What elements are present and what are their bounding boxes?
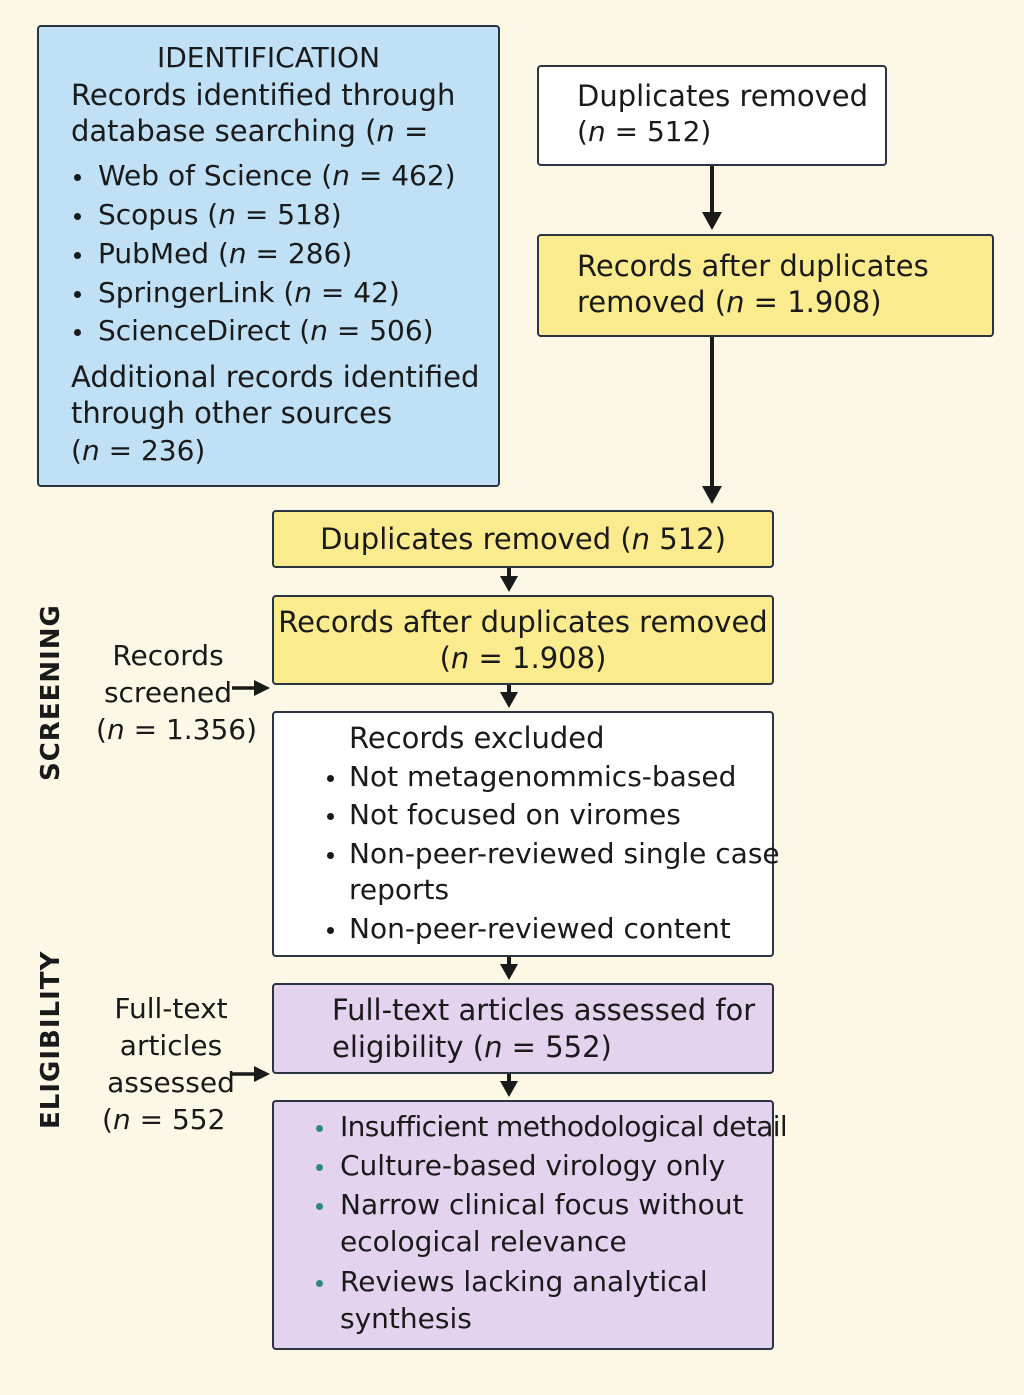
bullet-icon (316, 1164, 323, 1171)
records-screened-line2: screened (103, 676, 233, 709)
identification-heading: IDENTIFICATION (156, 41, 381, 74)
bullet-icon (74, 174, 81, 181)
bullet-icon (316, 1280, 323, 1287)
bullet-icon (74, 252, 81, 259)
arrow-head-icon (702, 486, 722, 504)
fulltext-side-label: Full-text articles assessed (n = 552 (96, 990, 246, 1138)
database-item-scopus: Scopus (n = 518) (98, 198, 342, 231)
top-after-duplicates-line1: Records after duplicates (577, 249, 929, 283)
fulltext-assessed-box (272, 983, 774, 1074)
arrow-head-icon (500, 964, 518, 980)
arrow-head-icon (500, 692, 518, 708)
exclusion-reason: Culture-based virology only (340, 1149, 726, 1182)
bullet-icon (327, 813, 334, 820)
bullet-icon (327, 927, 334, 934)
exclusion-reason: Narrow clinical focus without (340, 1188, 744, 1221)
records-screened-line1: Records (112, 639, 224, 672)
exclusion-reasons-box (272, 1100, 774, 1350)
excluded-item: Not metagenommics-based (349, 760, 737, 793)
arrow-head-icon (702, 212, 722, 230)
top-duplicates-box (537, 65, 887, 166)
bullet-icon (327, 852, 334, 859)
fulltext-side-line4: (n = 552 (102, 1103, 226, 1136)
bullet-icon (74, 213, 81, 220)
top-duplicates-line1: Duplicates removed (577, 79, 869, 113)
excluded-item: Not focused on viromes (349, 798, 681, 831)
exclusion-reason: Reviews lacking analytical (340, 1265, 708, 1298)
database-item-web-of-science: Web of Science (n = 462) (98, 159, 456, 192)
fulltext-side-line3: assessed (107, 1066, 235, 1099)
exclusion-reason: Insufficient methodological detail (340, 1110, 788, 1143)
top-after-duplicates-line2: removed (n = 1.908) (577, 285, 882, 319)
bullet-icon (74, 329, 81, 336)
screening-after-duplicates-line1: Records after duplicates removed (278, 605, 768, 639)
arrow-head-icon (500, 1081, 518, 1097)
fulltext-side-line2: articles (119, 1029, 223, 1062)
exclusion-reason-continued: ecological relevance (340, 1225, 627, 1258)
records-excluded-box (272, 711, 774, 957)
excluded-item: Non-peer-reviewed single case (349, 837, 780, 870)
screening-after-duplicates-box (272, 595, 774, 685)
records-excluded-title: Records excluded (349, 721, 605, 755)
additional-records-line3: (n = 236) (71, 434, 206, 467)
records-screened-line3: (n = 1.356) (96, 713, 258, 746)
excluded-item: Non-peer-reviewed content (349, 912, 731, 945)
identification-box (37, 25, 500, 487)
arrow-head-icon (500, 576, 518, 592)
additional-records-line1: Additional records identified (71, 360, 480, 394)
records-screened-label: Records screened (n = 1.356) (96, 637, 258, 748)
fulltext-assessed-line1: Full-text articles assessed for (332, 993, 756, 1027)
identification-intro-line2: database searching (n = (71, 114, 429, 148)
fulltext-side-line1: Full-text (114, 992, 228, 1025)
screening-duplicates-box (272, 510, 774, 568)
bullet-icon (316, 1125, 323, 1132)
screening-duplicates-text: Duplicates removed (n 512) (320, 522, 726, 556)
bullet-icon (327, 775, 334, 782)
excluded-item-continued: reports (349, 873, 450, 906)
identification-intro-line1: Records identified through (71, 78, 456, 112)
exclusion-reason-continued: synthesis (340, 1302, 472, 1335)
arrow-head-icon (254, 1066, 270, 1082)
bullet-icon (74, 291, 81, 298)
database-item-sciencedirect: ScienceDirect (n = 506) (98, 314, 434, 347)
database-item-springerlink: SpringerLink (n = 42) (98, 276, 400, 309)
screening-after-duplicates-line2: (n = 1.908) (439, 641, 607, 675)
fulltext-assessed-line2: eligibility (n = 552) (332, 1030, 612, 1064)
top-duplicates-line2: (n = 512) (577, 115, 712, 148)
database-item-pubmed: PubMed (n = 286) (98, 237, 353, 270)
bullet-icon (316, 1203, 323, 1210)
top-after-duplicates-box (537, 234, 994, 337)
additional-records-line2: through other sources (71, 396, 393, 430)
arrow-head-icon (254, 680, 270, 696)
